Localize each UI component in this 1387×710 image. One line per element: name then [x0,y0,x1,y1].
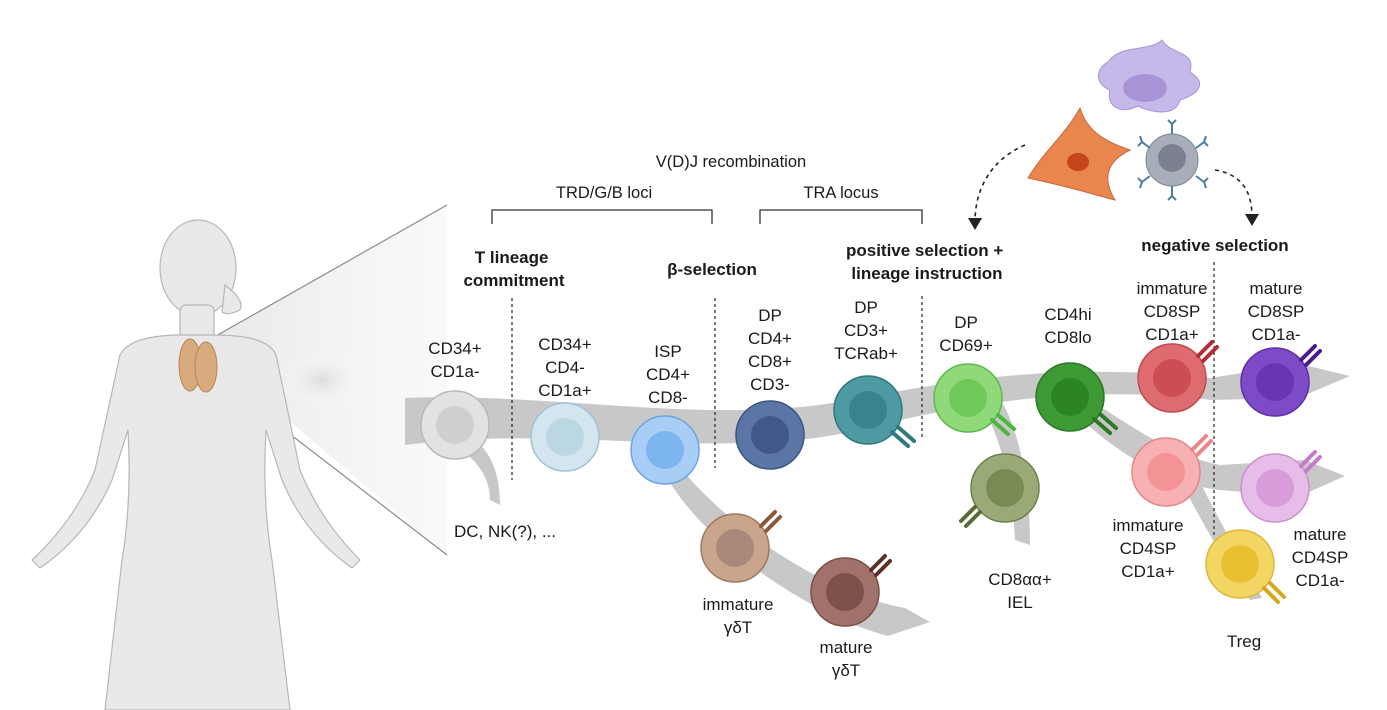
tcr-receptors [759,340,1322,604]
arrow-to-negative [1214,169,1253,219]
tcr-receptor [1190,434,1213,457]
arrowhead-positive [968,218,982,230]
gd-branch [660,450,930,636]
label-c2: CD34+CD4-CD1a+ [538,335,591,400]
tcr-receptor [759,510,782,533]
cell-isp [630,415,700,485]
bracket-tra [759,209,923,224]
cell-mature-cd4sp [1240,453,1310,523]
trdgb-loci-label: TRD/G/B loci [556,184,652,202]
cell-treg [1205,529,1275,599]
stage-negative-selection: negative selection [1141,236,1288,255]
stage-dividers [511,262,1215,536]
stage-positive-selection: positive selection + lineage instruction [846,241,1008,283]
cell-immature-cd8sp [1137,343,1207,413]
cell-dp-cd3-neg [735,400,805,470]
tcr-receptor [1262,581,1286,604]
label-iel: CD8αα+IEL [988,570,1052,612]
cell-cd8aa-iel [970,453,1040,523]
bracket-trdgb [491,209,713,224]
tcr-receptor [869,554,892,577]
cell-mature-cd8sp [1240,347,1310,417]
tcr-receptor [1196,340,1219,363]
tcr-receptor [1299,344,1322,367]
label-treg: Treg [1227,632,1261,651]
cell-dp-tcrab [833,375,903,445]
thymus-organ [178,338,218,393]
tcr-receptor [1299,450,1322,473]
selection-arrows [974,144,1253,223]
dendritic-cell [1098,39,1201,113]
cell-mature-gdt [810,557,880,627]
tcr-receptor [990,413,1016,436]
beam-glow [277,350,367,410]
human-body-figure [31,219,361,710]
stage-beta-selection: β-selection [667,260,757,279]
tcr-receptor [959,505,982,528]
b-cell [1137,119,1209,201]
label-dc-nk: DC, NK(?), ... [454,522,556,541]
arrowhead-negative [1245,214,1259,226]
tcr-receptor [1092,412,1118,435]
tcr-receptor [890,425,916,448]
cell-immature-gdt [700,513,770,583]
stage-commitment: T lineage commitment [463,248,564,290]
arrow-to-positive [974,144,1026,223]
cell-cd4hi-cd8lo [1035,362,1105,432]
brackets [491,209,923,224]
dc-branch [455,440,500,505]
cell-cd34-cd1a-neg [420,390,490,460]
thymic-epithelial-cell [1027,106,1132,201]
vdj-recombination-label: V(D)J recombination [656,153,806,171]
label-c1: CD34+CD1a- [428,339,481,381]
cell-cd34-cd4-cd1a-pos [530,402,600,472]
tra-locus-label: TRA locus [803,184,878,202]
cell-dp-cd69 [933,363,1003,433]
beam-line-upper [199,204,448,346]
cell-immature-cd4sp [1131,437,1201,507]
